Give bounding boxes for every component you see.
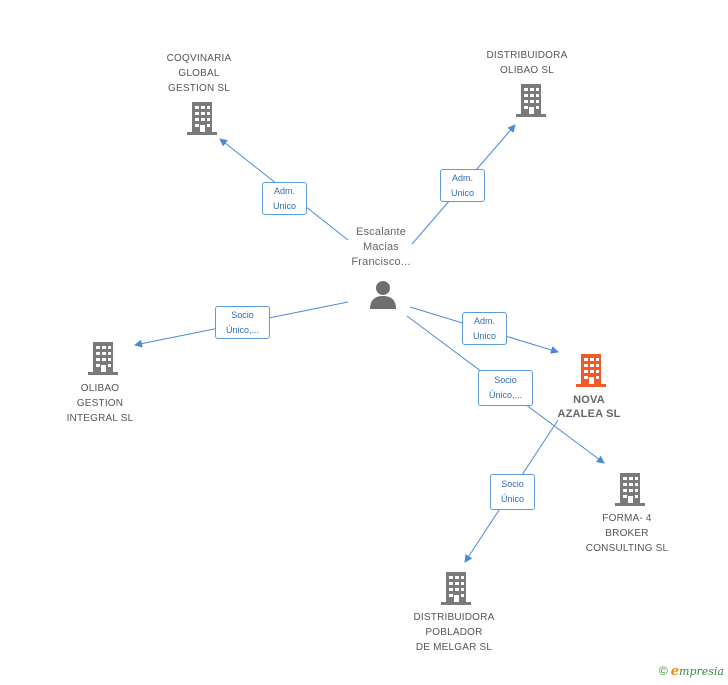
- company-label-nova-azalea[interactable]: NOVA AZALEA SL: [557, 394, 621, 420]
- building-icon[interactable]: [88, 342, 118, 375]
- building-icon[interactable]: [615, 473, 645, 506]
- building-icon[interactable]: [187, 102, 217, 135]
- building-icon[interactable]: [441, 572, 471, 605]
- company-label-olibao-sl[interactable]: DISTRIBUIDORA OLIBAO SL: [486, 50, 568, 76]
- building-icon-focus[interactable]: [576, 354, 606, 387]
- building-icon[interactable]: [516, 84, 546, 117]
- company-label-coqvinaria[interactable]: COQVINARIA GLOBAL GESTION SL: [166, 53, 232, 94]
- copyright-icon: ©: [658, 664, 668, 678]
- relation-box: Adm. Unico: [462, 312, 507, 345]
- company-label-forma4[interactable]: FORMA- 4 BROKER CONSULTING SL: [585, 513, 669, 554]
- footer-brand[interactable]: ©empresia: [659, 664, 724, 679]
- company-label-poblador[interactable]: DISTRIBUIDORA POBLADOR DE MELGAR SL: [413, 612, 495, 653]
- person-label[interactable]: Escalante Macias Francisco...: [351, 226, 411, 268]
- person-icon[interactable]: [370, 281, 396, 309]
- brand-logo-text: mpresia: [679, 665, 724, 678]
- relation-box: Adm. Unico: [440, 169, 485, 202]
- brand-logo-e: e: [670, 664, 680, 679]
- relation-box: Socio Único: [490, 474, 535, 510]
- company-label-olibao-gestion[interactable]: OLIBAO GESTION INTEGRAL SL: [66, 383, 134, 424]
- relation-box: Adm. Unico: [262, 182, 307, 215]
- relation-box: Socio Único,...: [478, 370, 533, 406]
- relation-box: Socio Único,...: [215, 306, 270, 339]
